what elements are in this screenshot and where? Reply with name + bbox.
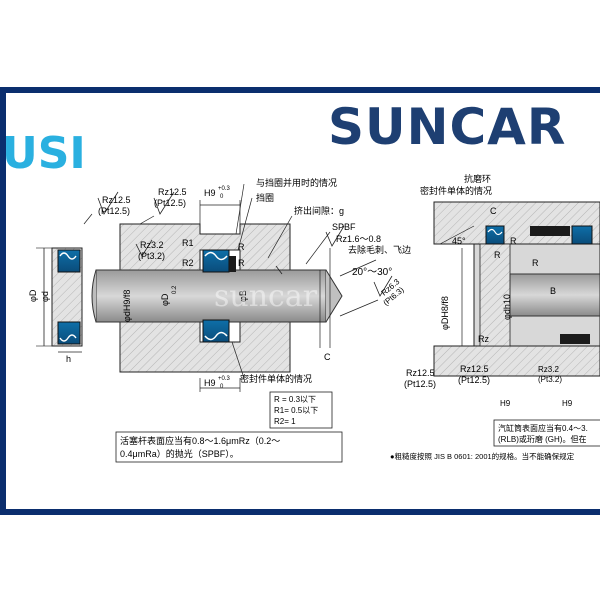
backup-ring-label: 挡圈 xyxy=(256,192,274,203)
series-title: USI xyxy=(2,128,86,179)
pt32-label: (Pt3.2) xyxy=(138,251,165,261)
deg45-label: 45° xyxy=(452,236,466,246)
rod-note-box xyxy=(115,431,343,463)
jis-note: ●粗糙度按照 JIS B 0601: 2001的规格。当不能确保规定 xyxy=(390,451,575,461)
h9a-right-label: H9 xyxy=(500,399,511,408)
phi-d02-label: φD xyxy=(160,293,170,306)
rz-right-label: Rz xyxy=(478,334,489,344)
seal-alone-note: 密封件单体的情况 xyxy=(240,373,312,384)
phi-dh8-label: φDH8/f8 xyxy=(440,296,450,330)
rz125-label: Rz12.5 xyxy=(102,195,131,205)
frame-left-bar xyxy=(0,87,6,515)
cyl-note-2: (RLB)或珩磨 (GH)。但在 xyxy=(498,434,586,444)
pt32-right-label: (Pt3.2) xyxy=(538,375,562,384)
r-note-2: R1= 0.5以下 xyxy=(274,406,318,415)
extrusion-gap-label: 挤出间隙：g xyxy=(294,205,344,216)
h9-top-sup: +0.3 xyxy=(218,186,231,192)
rod-note-2: 0.4μmRa）的抛光（SPBF）。 xyxy=(120,448,239,459)
h9-bottom-sub: 0 xyxy=(220,384,224,390)
u-seal-upper xyxy=(202,249,230,273)
gland-housing xyxy=(119,223,291,373)
phi-dh9-label: φdH9/f8 xyxy=(122,290,132,322)
h-label: h xyxy=(66,354,71,364)
backup-ring xyxy=(229,256,236,272)
h9-bottom-label: H9 xyxy=(204,378,216,388)
angle-label: 20°～30° xyxy=(352,267,392,278)
pt125b-label: (Pt12.5) xyxy=(154,198,186,208)
cyl-note-1: 汽缸筒表面应当有0.4～3. xyxy=(498,423,588,433)
rz32-label: Rz3.2 xyxy=(140,240,164,250)
piston-rod xyxy=(91,269,343,323)
r-e-label: R xyxy=(532,258,539,268)
r1-label: R1 xyxy=(182,238,194,248)
roughness-symbols xyxy=(97,191,393,297)
rod-note-1: 活塞杆表面应当有0.8～1.6μmRz（0.2～ xyxy=(120,435,280,446)
seal-alone-right-label: 密封件单体的情况 xyxy=(420,185,492,196)
r-a-label: R xyxy=(238,242,245,252)
watermark: suncar xyxy=(214,279,318,314)
rz125-right-label: Rz12.5 xyxy=(406,368,435,378)
c-right-label: C xyxy=(490,206,497,216)
rz32-right-label: Rz3.2 xyxy=(538,365,559,374)
c-label: C xyxy=(324,352,331,362)
dimension-lines xyxy=(83,183,379,392)
phi-d-outer-label: φD xyxy=(28,289,38,302)
b-label: B xyxy=(550,286,556,296)
r-note-1: R = 0.3以下 xyxy=(274,395,316,404)
pt125-right-label: (Pt12.5) xyxy=(404,379,436,389)
wear-ring-label: 抗磨环 xyxy=(464,173,491,184)
phi-b-label: φB xyxy=(238,290,248,302)
u-seal-lower xyxy=(202,319,230,343)
r-note-3: R2= 1 xyxy=(274,417,296,426)
h9b-right-label: H9 xyxy=(562,399,573,408)
cylinder-section xyxy=(433,201,600,377)
seal-profile-view xyxy=(36,247,83,353)
spbf-label: SPBF xyxy=(332,222,356,232)
brand-logo: SUNCAR xyxy=(328,98,567,156)
deburr-label: 去除毛刺、飞边 xyxy=(348,244,411,255)
rz125b-right-label: Rz12.5 xyxy=(460,364,489,374)
r2-label: R2 xyxy=(182,258,194,268)
pt125-label: (Pt12.5) xyxy=(98,206,130,216)
rz16-08-label: Rz1.6～0.8 xyxy=(336,234,381,244)
frame-bottom-bar xyxy=(0,509,600,515)
h9-top-sub: 0 xyxy=(220,194,224,200)
phi-d-inner-label: φd xyxy=(40,291,50,302)
with-ring-note: 与挡圈并用时的情况 xyxy=(256,177,337,188)
h9-top-label: H9 xyxy=(204,188,216,198)
r-c-label: R xyxy=(510,236,517,246)
rz125b-label: Rz12.5 xyxy=(158,187,187,197)
h9-bottom-sup: +0.3 xyxy=(218,376,231,382)
r-d-label: R xyxy=(494,250,501,260)
frame-top-bar xyxy=(0,87,600,93)
phi-d02-sub: 0.2 xyxy=(172,285,178,294)
cylinder-note-box xyxy=(493,419,600,447)
r-b-label: R xyxy=(238,258,245,268)
r-notes-box xyxy=(269,391,333,429)
pt125b-right-label: (Pt12.5) xyxy=(458,375,490,385)
phi-dh10-label: φdh10 xyxy=(502,294,512,320)
